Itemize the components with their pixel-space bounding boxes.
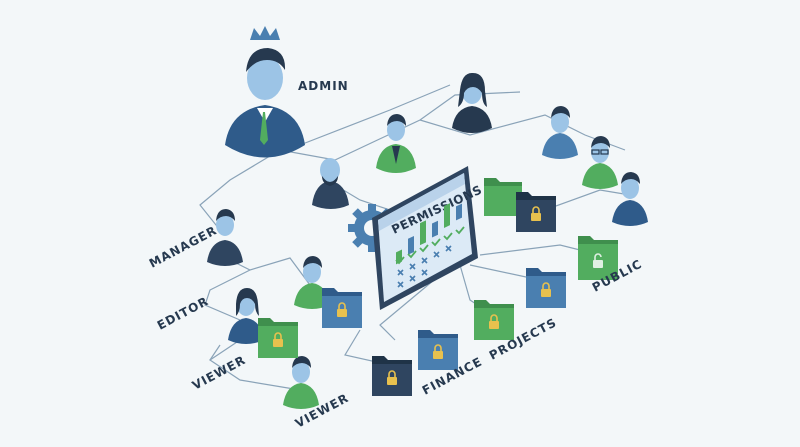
cross-row xyxy=(397,245,452,288)
person-bald xyxy=(312,158,349,209)
folder-projects-green xyxy=(474,300,514,340)
folder-dark-locked xyxy=(516,192,556,232)
cross-icon xyxy=(397,281,404,288)
check-icon xyxy=(419,244,429,253)
folder-blue-left-locked xyxy=(322,288,362,328)
check-icon xyxy=(407,250,417,259)
role-label-admin: ADMIN xyxy=(298,79,349,93)
cross-icon xyxy=(433,251,440,258)
check-icon xyxy=(395,256,405,265)
folder-green-editor-locked xyxy=(258,318,298,358)
check-icon xyxy=(455,226,465,235)
person-woman-top xyxy=(452,72,492,133)
check-row xyxy=(395,226,465,265)
permissions-panel: PERMISSIONS xyxy=(372,166,484,310)
folder-finance-blue xyxy=(418,330,458,370)
folder-public-green xyxy=(578,236,618,280)
cross-icon xyxy=(421,269,428,276)
crown-icon xyxy=(250,26,280,40)
editor-person: EDITOR xyxy=(155,288,264,344)
role-label-manager: MANAGER xyxy=(147,223,220,271)
folder-finance-dark xyxy=(372,356,412,396)
cross-icon xyxy=(409,275,416,282)
viewer-person: VIEWER VIEWER xyxy=(190,353,351,431)
check-icon xyxy=(443,232,453,241)
cross-icon xyxy=(445,245,452,252)
folder-green-top xyxy=(484,178,522,216)
person-far-right xyxy=(612,172,648,226)
role-label-viewer-1: VIEWER xyxy=(190,353,248,393)
folder-projects-blue xyxy=(526,268,566,308)
permission-bars xyxy=(396,203,462,265)
manager-person: MANAGER xyxy=(147,209,243,271)
cross-icon xyxy=(421,257,428,264)
unlock-icon xyxy=(593,253,603,268)
person-green-top xyxy=(376,114,416,173)
person-blue-right xyxy=(542,106,578,159)
admin-person: ADMIN xyxy=(225,26,349,158)
cross-icon xyxy=(409,263,416,270)
person-glasses xyxy=(582,136,618,189)
check-icon xyxy=(431,238,441,247)
role-label-editor: EDITOR xyxy=(155,294,211,333)
cross-icon xyxy=(397,269,404,276)
person-green-mid xyxy=(294,256,330,309)
